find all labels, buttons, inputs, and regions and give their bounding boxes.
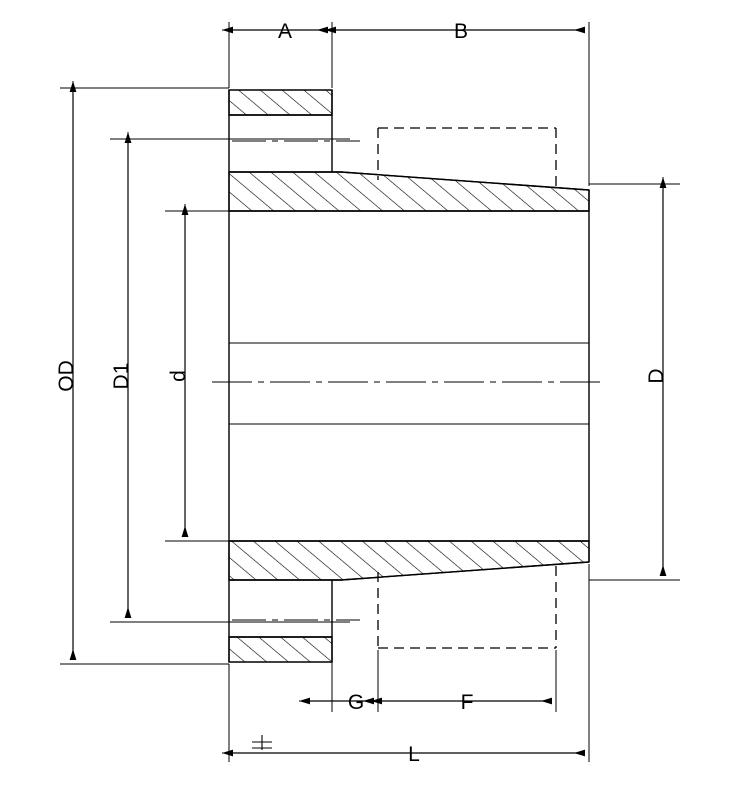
- dimension-label-G: G: [348, 691, 364, 714]
- dimension-label-d: d: [167, 370, 190, 382]
- dimension-label-A: A: [278, 20, 292, 43]
- dimension-label-D: D: [645, 368, 668, 383]
- dimension-label-L: L: [408, 743, 420, 766]
- dimension-label-OD: OD: [55, 360, 78, 392]
- dimension-label-B: B: [454, 20, 468, 43]
- dimension-label-F: F: [461, 691, 474, 714]
- dimension-label-D1: D1: [110, 363, 133, 390]
